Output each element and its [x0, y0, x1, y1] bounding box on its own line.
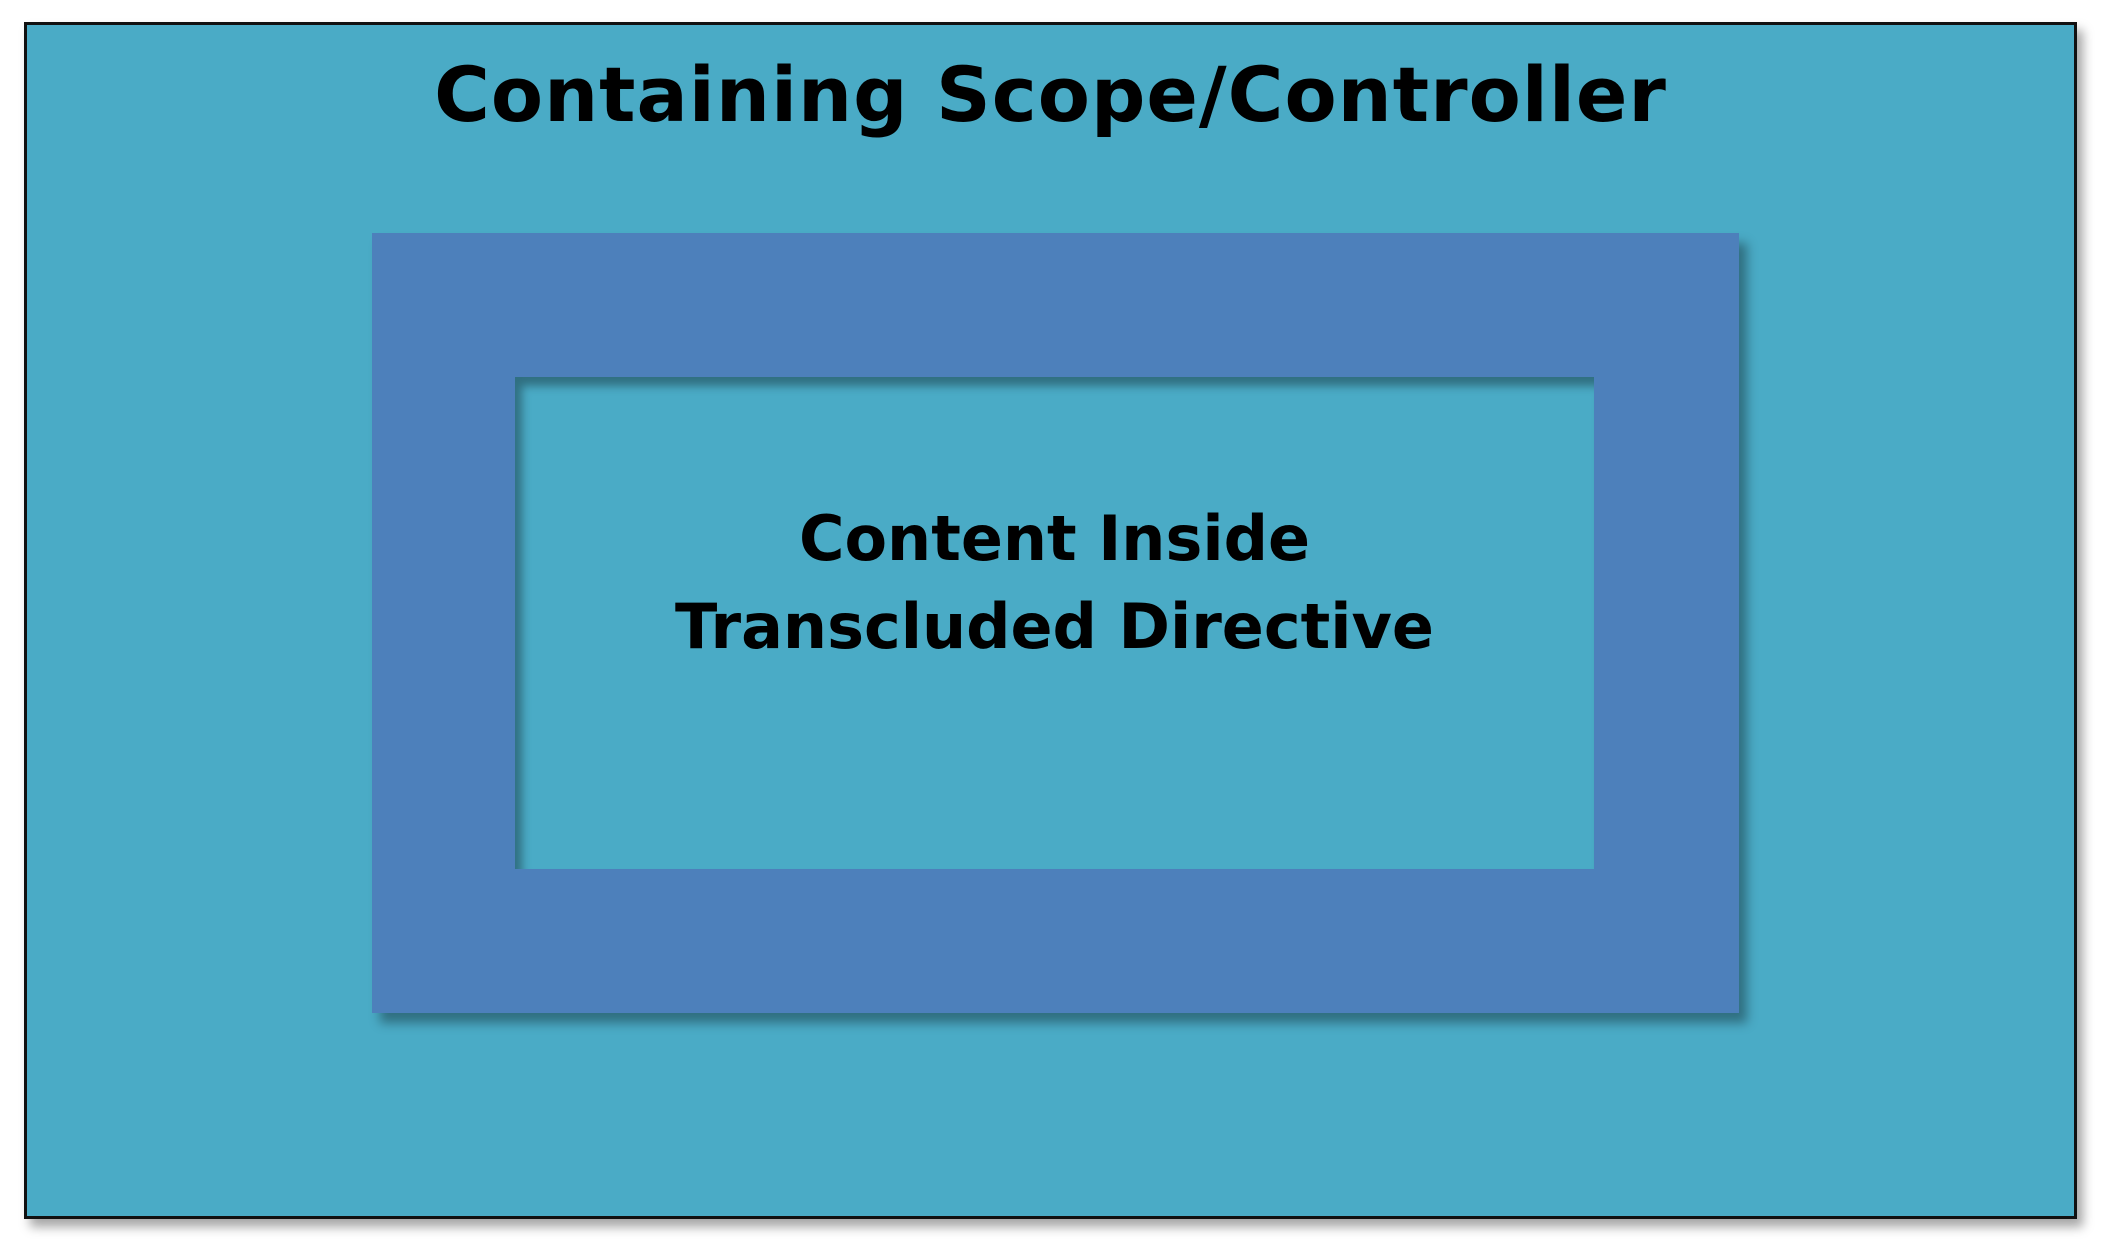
- content-label-line-2: Transcluded Directive: [675, 590, 1434, 663]
- content-label-line-1: Content Inside: [798, 502, 1311, 575]
- transcluded-content-label: Content Inside Transcluded Directive: [515, 495, 1594, 671]
- transcluded-directive-frame: Content Inside Transcluded Directive: [372, 233, 1739, 1013]
- transcluded-content-box: Content Inside Transcluded Directive: [515, 377, 1594, 869]
- containing-scope-label: Containing Scope/Controller: [434, 50, 1667, 139]
- containing-scope-box: Containing Scope/Controller Content Insi…: [24, 22, 2077, 1219]
